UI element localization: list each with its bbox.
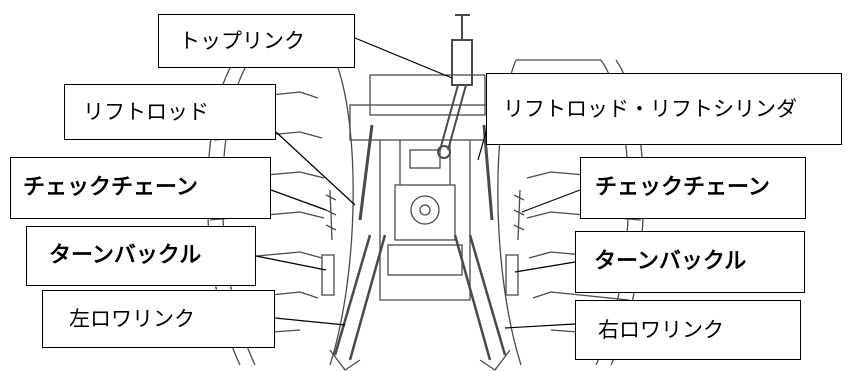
- left-lift-rod-drawing: [358, 124, 374, 221]
- check-chain-left-leader: [270, 189, 327, 211]
- label-lower-link-right-text: 右ロワリンク: [598, 317, 724, 342]
- label-turnbuckle-right: ターンバックル: [575, 231, 805, 293]
- lower-link-left-leader: [274, 317, 346, 326]
- turnbuckle-left-leader: [255, 255, 327, 271]
- left-lower-link-drawing: [333, 234, 387, 361]
- label-lift-rod-text: リフトロッド: [83, 99, 209, 124]
- label-lift-rod-cylinder-text: リフトロッド・リフトシリンダ: [503, 96, 797, 121]
- left-turnbuckle-drawing: [321, 254, 335, 296]
- right-lower-link-drawing: [453, 234, 507, 361]
- top-link-drawing: [437, 14, 473, 159]
- turnbuckle-right-leader: [514, 261, 576, 273]
- label-lift-rod: リフトロッド: [64, 84, 276, 140]
- top-link-leader: [354, 37, 453, 79]
- label-lift-rod-cylinder: リフトロッド・リフトシリンダ: [486, 73, 842, 145]
- label-top-link-text: トップリンク: [179, 28, 305, 53]
- label-turnbuckle-left: ターンバックル: [26, 226, 256, 286]
- label-lower-link-right: 右ロワリンク: [575, 300, 801, 360]
- label-check-chain-right-text: チェックチェーン: [595, 175, 770, 200]
- lift-cylinder-leader: [477, 131, 487, 161]
- label-check-chain-right: チェックチェーン: [580, 157, 806, 219]
- label-check-chain-left: チェックチェーン: [10, 157, 271, 219]
- right-turnbuckle-drawing: [505, 254, 519, 296]
- label-lower-link-left: 左ロワリンク: [42, 290, 275, 348]
- label-turnbuckle-left-text: ターンバックル: [49, 243, 202, 268]
- lower-link-right-leader: [504, 323, 576, 329]
- label-top-link: トップリンク: [158, 14, 355, 68]
- hitch-body: [349, 74, 501, 301]
- label-turnbuckle-right-text: ターンバックル: [594, 249, 747, 274]
- lift-rod-leader: [275, 131, 356, 206]
- label-lower-link-left-text: 左ロワリンク: [69, 306, 195, 331]
- label-check-chain-left-text: チェックチェーン: [23, 175, 198, 200]
- right-lift-rod-drawing: [482, 124, 494, 221]
- check-chain-right-leader: [521, 189, 581, 213]
